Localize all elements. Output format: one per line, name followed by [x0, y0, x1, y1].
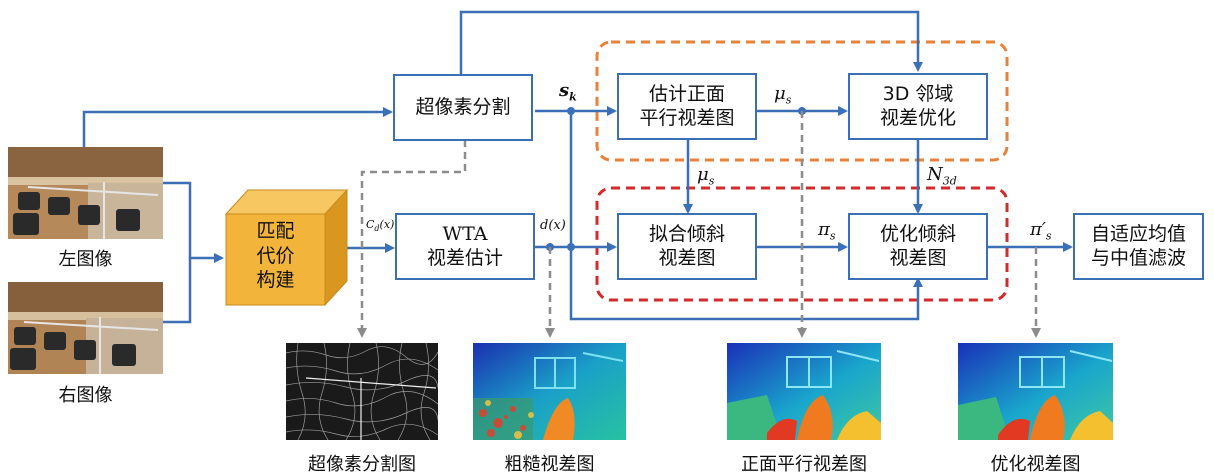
rough-disparity-image: [473, 343, 626, 440]
optimize-label-1: 优化倾斜: [879, 222, 956, 245]
filter-label-2: 与中值滤波: [1090, 246, 1186, 269]
left-image-caption: 左图像: [58, 249, 113, 270]
optimized-image: [958, 343, 1113, 440]
fit-label-2: 视差图: [658, 246, 716, 269]
fit-label-1: 拟合倾斜: [648, 222, 725, 245]
arrow-left-to-cube: [163, 181, 192, 258]
superpixel-label: 超像素分割: [415, 95, 511, 118]
fronto-parallel-caption: 正面平行视差图: [741, 454, 867, 475]
superpixel-box: 超像素分割: [393, 74, 533, 141]
cost-cube: [224, 188, 349, 307]
estimate-label-2: 平行视差图: [639, 106, 735, 129]
dash-superpixel-map: [357, 140, 467, 338]
label-pi-s: πs: [818, 219, 836, 243]
arrow-right-to-cube: [163, 253, 224, 324]
cube-label: 匹配 代价 构建: [226, 219, 325, 293]
wta-label-1: WTA: [442, 222, 488, 245]
superpixel-map-caption: 超像素分割图: [308, 454, 416, 475]
fronto-parallel-image: [727, 343, 881, 440]
filter-box: 自适应均值 与中值滤波: [1073, 213, 1204, 280]
cube-label-3: 构建: [256, 269, 295, 292]
arrow-left-to-superpixel: [82, 107, 393, 148]
label-n3d: N3d: [927, 164, 957, 188]
right-image-caption: 右图像: [58, 385, 113, 406]
arrow-top-loop: [459, 10, 923, 74]
label-mu-mid: μs: [697, 164, 715, 188]
optimize-label-2: 视差图: [889, 246, 947, 269]
right-image: [8, 282, 163, 374]
optimized-caption: 优化视差图: [990, 454, 1081, 475]
optimize-box: 优化倾斜 视差图: [848, 213, 988, 280]
neighborhood-label-1: 3D 邻域: [882, 82, 954, 105]
neighborhood-label-2: 视差优化: [879, 106, 956, 129]
superpixel-map-image: [286, 343, 438, 440]
junction-dx2: [567, 243, 575, 251]
label-dx: d(x): [540, 218, 566, 233]
estimate-box: 估计正面 平行视差图: [617, 73, 757, 140]
label-sk: sk: [559, 80, 577, 104]
wta-box: WTA 视差估计: [395, 213, 535, 280]
left-image: [8, 147, 163, 239]
rough-disparity-caption: 粗糙视差图: [504, 454, 595, 475]
filter-label-1: 自适应均值: [1090, 222, 1186, 245]
fit-box: 拟合倾斜 视差图: [617, 213, 757, 280]
arrow-sk-bottom-loop: [569, 111, 923, 321]
estimate-label-1: 估计正面: [648, 82, 725, 105]
wta-label-2: 视差估计: [426, 246, 503, 269]
cube-label-1: 匹配: [256, 220, 295, 242]
label-cd: Cd(x): [366, 218, 395, 234]
label-mu-top: μs: [774, 83, 792, 107]
junction-sk: [567, 107, 575, 115]
label-pi-s-prime: π′s: [1030, 219, 1052, 243]
neighborhood-box: 3D 邻域 视差优化: [848, 73, 988, 140]
cube-label-2: 代价: [256, 244, 295, 267]
